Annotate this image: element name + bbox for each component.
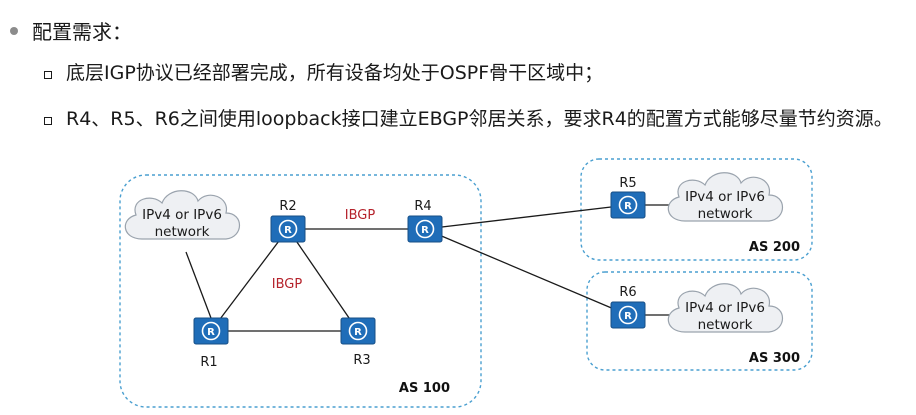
router-label-r3: R3 xyxy=(353,353,370,368)
router-icon-r3 xyxy=(340,317,376,345)
link-r4-r5 xyxy=(424,204,629,230)
router-icon-r6 xyxy=(610,301,646,329)
requirement-item: R4、R5、R6之间使用loopback接口建立EBGP邻居关系，要求R4的配置… xyxy=(44,104,906,134)
router-icon-r2 xyxy=(270,215,306,243)
as200-boundary xyxy=(580,158,813,261)
ibgp-label-r2-r4: IBGP xyxy=(345,208,376,223)
cloud-label-line2: network xyxy=(698,206,753,222)
cloud-label-line1: IPv4 or IPv6 xyxy=(142,207,222,223)
network-cloud-icon: IPv4 or IPv6 network xyxy=(124,190,241,240)
section-heading: 配置需求： xyxy=(10,16,132,45)
bullet-dot xyxy=(10,26,18,35)
requirement-text: R4、R5、R6之间使用loopback接口建立EBGP邻居关系，要求R4的配置… xyxy=(66,108,893,130)
cloud-label-line2: network xyxy=(698,317,753,333)
as200-label: AS 200 xyxy=(749,240,800,255)
link-r1-r2 xyxy=(210,228,289,332)
as300-boundary xyxy=(586,271,813,371)
router-icon-r1 xyxy=(193,317,229,345)
link-cloud-r1 xyxy=(185,251,212,319)
network-cloud-icon: IPv4 or IPv6 network xyxy=(667,172,784,222)
cloud-label-line1: IPv4 or IPv6 xyxy=(685,300,765,316)
ibgp-label-inner: IBGP xyxy=(272,277,303,292)
square-bullet-icon xyxy=(44,71,52,79)
link-r4-r6 xyxy=(424,228,629,316)
router-icon-r4 xyxy=(407,215,443,243)
router-icon-r5 xyxy=(610,191,646,219)
requirement-text: 底层IGP协议已经部署完成，所有设备均处于OSPF骨干区域中； xyxy=(66,62,604,84)
square-bullet-icon xyxy=(44,117,52,125)
network-cloud-icon: IPv4 or IPv6 network xyxy=(667,283,784,333)
router-label-r4: R4 xyxy=(414,199,431,214)
as100-label: AS 100 xyxy=(399,381,450,396)
cloud-label-line2: network xyxy=(155,224,210,240)
router-label-r6: R6 xyxy=(619,285,636,300)
heading-text: 配置需求： xyxy=(32,20,132,44)
router-label-r5: R5 xyxy=(619,176,636,191)
router-label-r2: R2 xyxy=(279,199,296,214)
link-r2-r3 xyxy=(287,228,359,332)
cloud-label-line1: IPv4 or IPv6 xyxy=(685,189,765,205)
router-label-r1: R1 xyxy=(200,355,217,370)
requirement-item: 底层IGP协议已经部署完成，所有设备均处于OSPF骨干区域中； xyxy=(44,58,906,88)
as100-boundary xyxy=(119,174,482,408)
as300-label: AS 300 xyxy=(749,351,800,366)
